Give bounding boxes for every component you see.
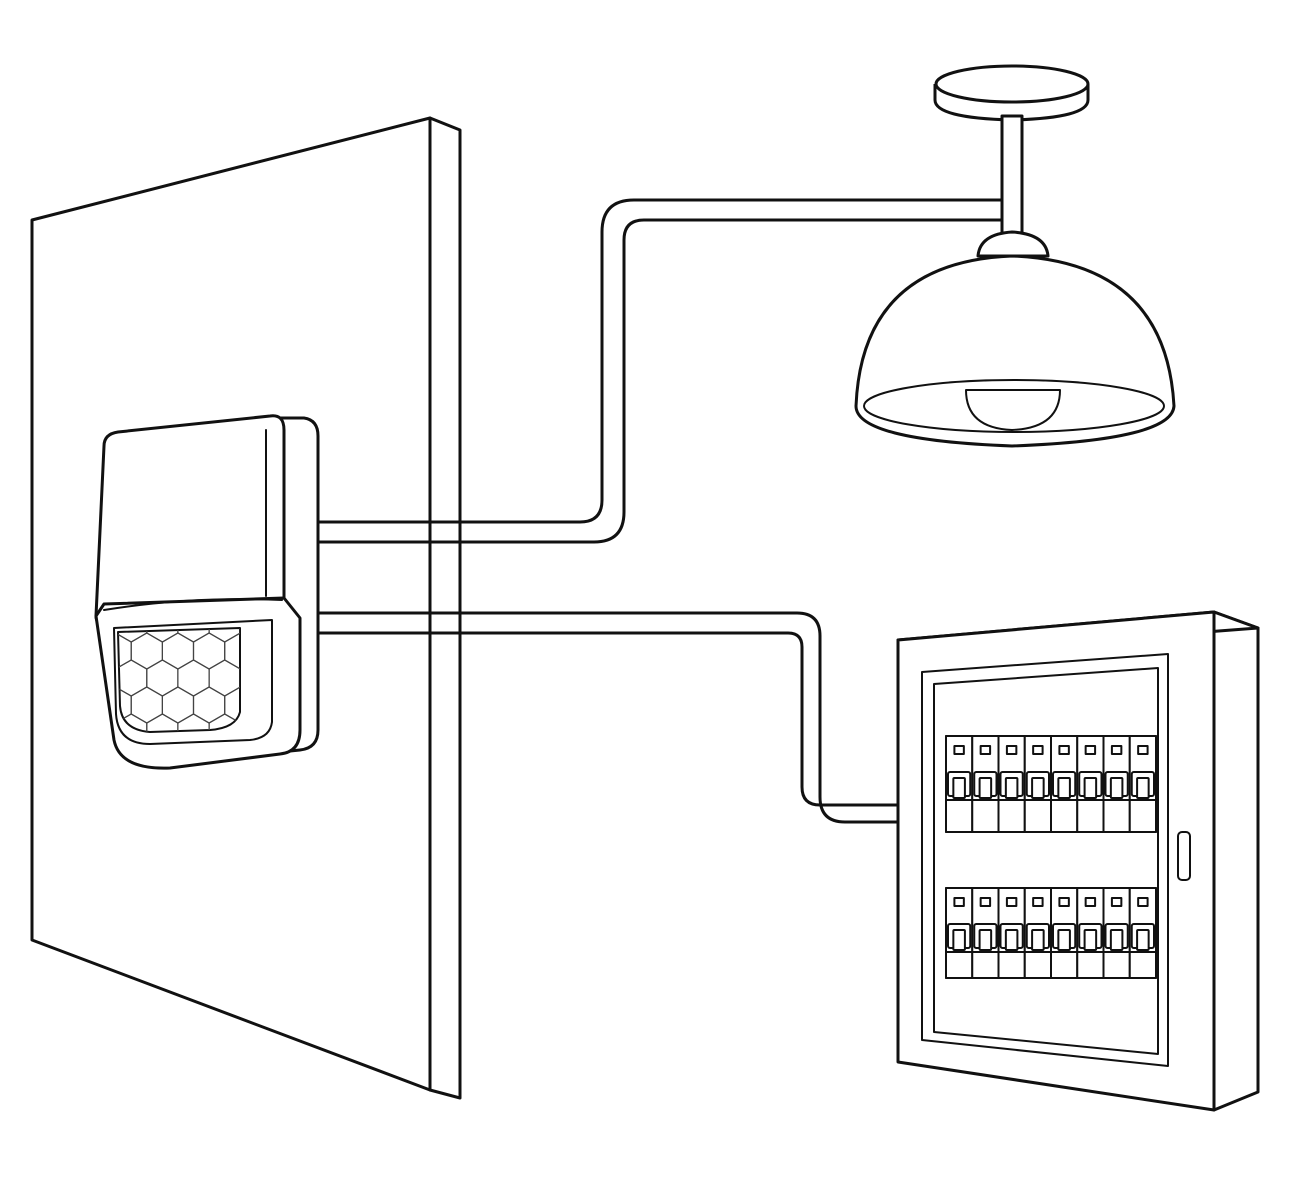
cable-sensor-to-lamp xyxy=(313,198,1006,544)
circuit-breaker xyxy=(945,735,974,833)
breaker-row-bottom xyxy=(945,887,1157,979)
circuit-breaker xyxy=(1102,887,1131,979)
circuit-breaker xyxy=(1076,887,1105,979)
cable-sensor-to-breaker-panel xyxy=(313,611,902,824)
lens-facet xyxy=(118,713,148,732)
circuit-breaker xyxy=(1023,887,1052,979)
circuit-breaker xyxy=(1128,735,1157,833)
cable-through-wall xyxy=(313,503,462,662)
lens-facet xyxy=(208,713,240,732)
circuit-breaker xyxy=(1050,887,1079,979)
circuit-breaker xyxy=(997,887,1026,979)
motion-sensor xyxy=(94,414,320,770)
panel-door-handle xyxy=(1177,831,1191,881)
breaker-row-top xyxy=(945,735,1157,833)
circuit-breaker xyxy=(971,735,1000,833)
sensor-lens xyxy=(113,619,273,745)
circuit-breaker xyxy=(1076,735,1105,833)
lens-facet xyxy=(146,713,179,732)
circuit-breaker xyxy=(1102,735,1131,833)
circuit-breaker xyxy=(971,887,1000,979)
circuit-breaker xyxy=(1023,735,1052,833)
circuit-breaker xyxy=(1128,887,1157,979)
ceiling-lamp xyxy=(854,64,1176,448)
lamp-canopy xyxy=(933,64,1090,122)
circuit-breaker xyxy=(1050,735,1079,833)
circuit-breaker xyxy=(997,735,1026,833)
light-bulb xyxy=(965,389,1061,431)
breaker-panel xyxy=(896,610,1260,1112)
lens-facet xyxy=(177,713,210,732)
circuit-breaker xyxy=(945,887,974,979)
